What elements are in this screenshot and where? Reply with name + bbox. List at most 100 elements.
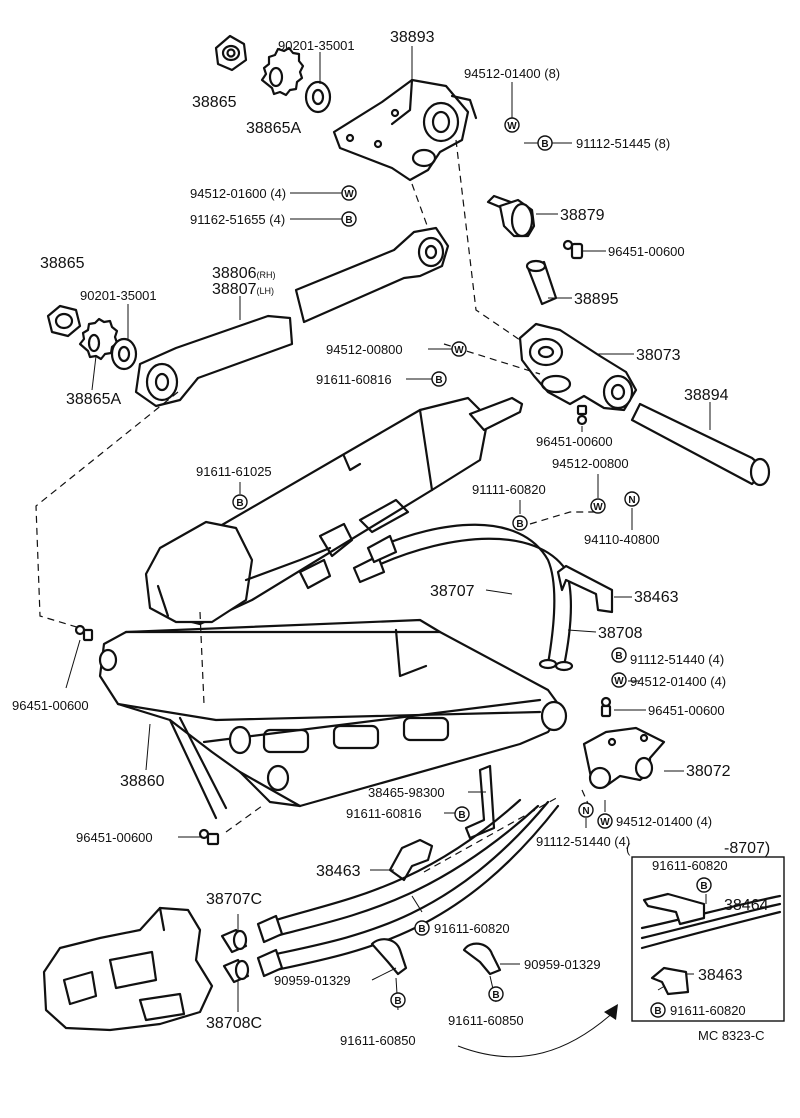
bolt-symbol: B <box>431 371 447 387</box>
label-38463-b: 38463 <box>316 863 361 880</box>
label-38072: 38072 <box>686 763 731 780</box>
label-94512-01600: 94512-01600 (4) <box>190 186 286 201</box>
svg-text:W: W <box>614 676 624 687</box>
label-94110-40800: 94110-40800 <box>584 532 660 547</box>
bracket-38463-a <box>556 564 614 614</box>
clamp-90959-b <box>462 942 502 976</box>
label-inset-38463: 38463 <box>698 967 743 984</box>
label-91611-60850-b: 91611-60850 <box>448 1013 524 1028</box>
label-94512-00800-a: 94512-00800 <box>326 342 403 357</box>
label-38463-a: 38463 <box>634 589 679 606</box>
nut-symbol: N <box>624 491 640 507</box>
fitting-38708c <box>222 958 250 984</box>
washer-symbol: W <box>597 813 613 829</box>
nut-38865-top <box>214 34 248 72</box>
svg-text:W: W <box>593 502 603 513</box>
shaft-38894 <box>630 402 771 487</box>
hydraulic-cylinder <box>144 396 524 626</box>
svg-text:B: B <box>394 996 401 1007</box>
label-38865a-left: 38865A <box>66 391 121 408</box>
label-38865a-top: 38865A <box>246 120 301 137</box>
label-90959-a: 90959-01329 <box>274 973 351 988</box>
hydraulic-pipes-38707-38708 <box>352 523 574 672</box>
washer-symbol: W <box>451 341 467 357</box>
label-91112-51440-b: 91112-51440 (4) <box>536 834 630 849</box>
bolt-symbol: B <box>414 920 430 936</box>
bolt-symbol: B <box>611 647 627 663</box>
label-38708c: 38708C <box>206 1015 262 1032</box>
grease-fitting-96451-b <box>576 404 588 426</box>
washer-symbol: W <box>611 672 627 688</box>
label-inset-paren: ( <box>626 841 631 856</box>
bracket-38465 <box>464 764 496 840</box>
lift-arm-38806-38807 <box>134 226 450 408</box>
washer-symbol: W <box>504 117 520 133</box>
label-91611-61025: 91611-61025 <box>196 464 272 479</box>
label-38707: 38707 <box>430 583 475 600</box>
label-96451-a: 96451-00600 <box>608 244 685 259</box>
grease-fitting-96451-a <box>562 239 584 260</box>
svg-text:B: B <box>236 498 243 509</box>
svg-text:N: N <box>628 495 635 506</box>
svg-text:B: B <box>615 651 622 662</box>
label-38865-top: 38865 <box>192 94 237 111</box>
bolt-symbol: B <box>650 1002 666 1018</box>
label-96451-e: 96451-00600 <box>76 830 153 845</box>
label-94512-00800-b: 94512-00800 <box>552 456 629 471</box>
washer-symbol: W <box>590 498 606 514</box>
svg-text:N: N <box>582 806 589 817</box>
lower-hoses <box>256 798 560 978</box>
grease-fitting-96451-d <box>600 696 612 718</box>
label-91111-60820: 91111-60820 <box>472 482 546 497</box>
leader-lines <box>65 46 711 1012</box>
lift-frame-38860 <box>98 618 568 820</box>
svg-text:B: B <box>654 1006 661 1017</box>
svg-text:B: B <box>435 375 442 386</box>
bolt-symbol: B <box>232 494 248 510</box>
svg-text:B: B <box>345 215 352 226</box>
bracket-38073 <box>518 322 638 412</box>
label-91112-51440-a: 91112-51440 (4) <box>630 652 724 667</box>
bolt-symbol: B <box>537 135 553 151</box>
nut-symbol: N <box>578 802 594 818</box>
bracket-38072 <box>582 726 666 790</box>
label-38895: 38895 <box>574 291 619 308</box>
svg-text:W: W <box>600 817 610 828</box>
bolt-symbol: B <box>512 515 528 531</box>
label-91112-51445: 91112-51445 (8) <box>576 136 670 151</box>
svg-text:B: B <box>418 924 425 935</box>
label-inset-91611-60820-bottom: 91611-60820 <box>670 1003 746 1018</box>
label-38465: 38465-98300 <box>368 785 445 800</box>
label-90201-top: 90201-35001 <box>278 38 355 53</box>
label-38865-left: 38865 <box>40 255 85 272</box>
bolt-symbol: B <box>454 806 470 822</box>
label-96451-c: 96451-00600 <box>12 698 89 713</box>
label-91611-60816-a: 91611-60816 <box>316 372 392 387</box>
label-38707c: 38707C <box>206 891 262 908</box>
svg-text:B: B <box>541 139 548 150</box>
bolt-symbol: B <box>390 992 406 1008</box>
label-91611-60820-a: 91611-60820 <box>434 921 510 936</box>
inset-box <box>631 856 785 1022</box>
lockwasher-38865a-left <box>78 317 119 361</box>
label-38860: 38860 <box>120 773 165 790</box>
lockwasher-38865a-top <box>260 46 305 97</box>
label-94512-01400-b: 94512-01400 (4) <box>616 814 712 829</box>
fitting-38707c <box>220 928 248 954</box>
clamp-90959-a <box>370 938 408 976</box>
washer-90201-left <box>110 337 138 371</box>
label-91611-60816-b: 91611-60816 <box>346 806 422 821</box>
bolt-symbol: B <box>341 211 357 227</box>
label-90201-left: 90201-35001 <box>80 288 157 303</box>
label-91611-60850-a: 91611-60850 <box>340 1033 416 1048</box>
label-inset-38464: 38464 <box>724 897 769 914</box>
svg-text:B: B <box>700 881 707 892</box>
inset-arrow <box>457 1004 618 1058</box>
label-38708: 38708 <box>598 625 643 642</box>
label-inset-range: -8707) <box>724 840 770 857</box>
bracket-38893 <box>332 78 478 182</box>
label-38806: 38806(RH) <box>212 265 276 282</box>
svg-text:B: B <box>516 519 523 530</box>
bolt-symbol: B <box>696 877 712 893</box>
